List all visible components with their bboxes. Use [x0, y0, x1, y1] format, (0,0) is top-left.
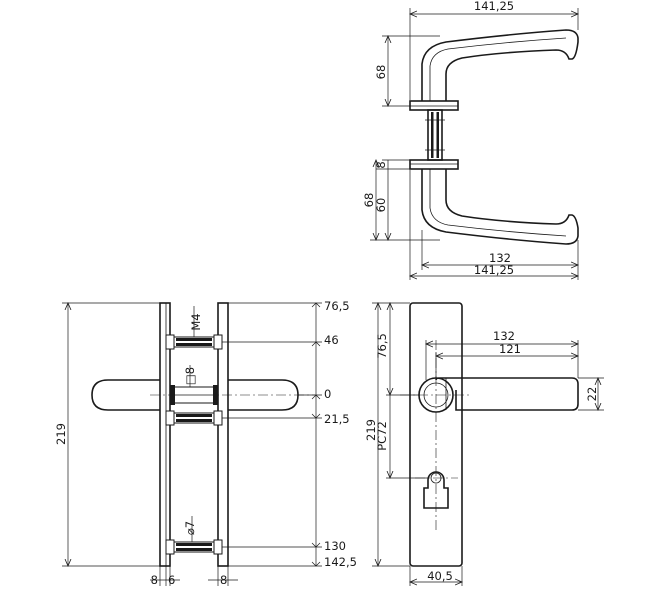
dim-front-132: 132	[493, 329, 515, 343]
level-130: 130	[324, 539, 346, 553]
level-46: 46	[324, 333, 339, 347]
upper-rose	[409, 100, 459, 111]
lower-lever	[421, 169, 579, 245]
dim-front-76-5: 76,5	[375, 333, 389, 359]
dim-upper-68: 68	[374, 65, 388, 80]
dim-lever-132: 132	[489, 251, 511, 265]
bolt-middle	[165, 410, 223, 426]
lower-rose	[409, 159, 459, 170]
front-view: 219 76,5 PC72 132 121 22 40,5	[364, 303, 604, 586]
dim-lower-68: 68	[362, 193, 376, 208]
bolt-lower	[165, 539, 223, 555]
left-plate	[159, 302, 171, 567]
dim-plate-8a: 8	[151, 573, 158, 587]
top-view: 141,25 68 8 68 60 132 141,25	[362, 0, 578, 280]
side-view: M4 □8 ⌀7 219 76,5 46 0 21,5 130 142,5	[54, 299, 357, 587]
spindle	[427, 109, 443, 161]
label-m4: M4	[189, 313, 203, 330]
dim-inner-60: 60	[374, 198, 388, 213]
dim-total-141: 141,25	[474, 263, 514, 277]
right-plate	[217, 302, 229, 567]
level-142-5: 142,5	[324, 555, 357, 569]
dim-plate-8b: 8	[220, 573, 227, 587]
upper-lever	[421, 29, 579, 101]
level-76-5: 76,5	[324, 299, 350, 313]
level-21-5: 21,5	[324, 412, 350, 426]
dim-rose-8: 8	[374, 161, 388, 168]
left-lever	[91, 379, 160, 411]
bolt-upper	[165, 334, 223, 350]
level-0: 0	[324, 387, 331, 401]
dim-front-121: 121	[499, 342, 521, 356]
dim-front-40-5: 40,5	[427, 569, 453, 583]
dim-plate-6: 6	[168, 573, 175, 587]
front-plate	[409, 302, 463, 567]
dim-top-width: 141,25	[474, 0, 514, 13]
dim-front-pc72: PC72	[375, 421, 389, 451]
cylinder-hole	[423, 471, 449, 509]
label-square-8: □8	[183, 367, 197, 385]
dim-front-22: 22	[585, 387, 599, 402]
dim-front-219: 219	[364, 419, 378, 441]
front-lever	[435, 377, 579, 411]
label-dia-7: ⌀7	[183, 521, 197, 535]
dim-side-219: 219	[54, 423, 68, 445]
